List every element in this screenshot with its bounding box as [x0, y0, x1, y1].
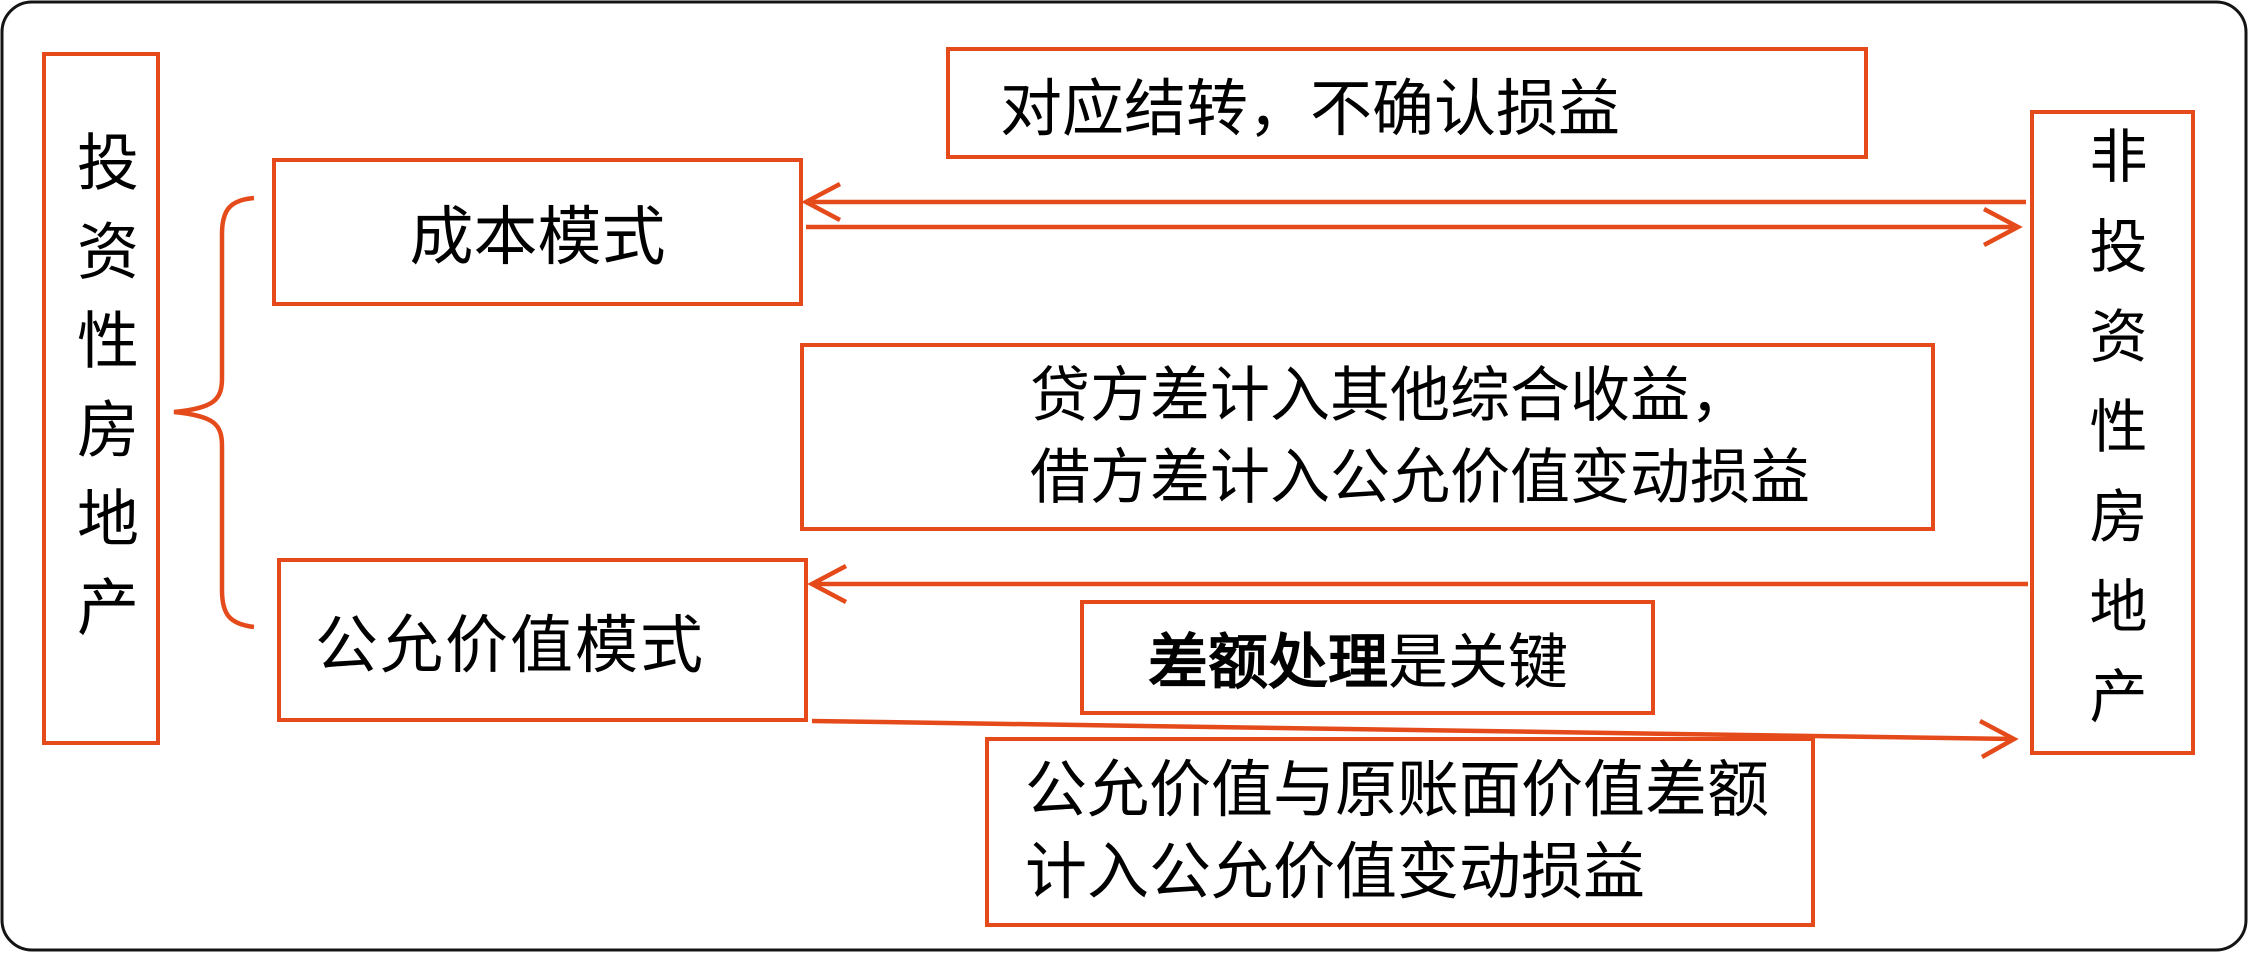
- curly-brace-connector: [173, 195, 255, 630]
- right-arrowhead-icon: [1982, 207, 2023, 247]
- annotation-line-2: 借方差计入公允价值变动损益: [1030, 445, 1810, 511]
- annotation-difference-key: 差额处理是关键: [1080, 600, 1655, 715]
- left-arrowhead-icon: [801, 182, 842, 222]
- annotation-fv-vs-carrying-difference-text: 公允价值与原账面价值差额 计入公允价值变动损益: [1025, 750, 1769, 914]
- node-non-investment-property-label: 非投资性房地产: [2080, 126, 2146, 756]
- annotation-carryover-no-pl-text: 对应结转，不确认损益: [1000, 76, 1621, 144]
- annotation-line-1: 公允价值与原账面价值差额: [1025, 757, 1770, 825]
- annotation-line-1: 贷方差计入其他综合收益，: [1030, 363, 1750, 429]
- annotation-line-2: 计入公允价值变动损益: [1025, 839, 1646, 907]
- annotation-credit-debit-difference: 贷方差计入其他综合收益， 借方差计入公允价值变动损益: [800, 343, 1935, 531]
- node-non-investment-property: 非投资性房地产: [2030, 110, 2195, 756]
- node-cost-model-label: 成本模式: [409, 202, 666, 273]
- node-fair-value-model-label: 公允价值模式: [315, 610, 705, 681]
- node-investment-property-label: 投资性房地产: [67, 130, 135, 664]
- node-cost-model: 成本模式: [272, 158, 803, 306]
- annotation-difference-key-bold: 差额处理: [1148, 630, 1388, 696]
- left-arrowhead-icon: [807, 564, 848, 604]
- annotation-difference-key-rest: 是关键: [1388, 630, 1568, 696]
- node-investment-property: 投资性房地产: [42, 52, 160, 745]
- right-arrowhead-icon: [1978, 719, 2019, 759]
- annotation-difference-key-text: 差额处理是关键: [1148, 614, 1568, 701]
- annotation-fv-vs-carrying-difference: 公允价值与原账面价值差额 计入公允价值变动损益: [985, 737, 1815, 927]
- annotation-carryover-no-pl: 对应结转，不确认损益: [946, 47, 1868, 159]
- node-fair-value-model: 公允价值模式: [277, 558, 808, 722]
- annotation-credit-debit-difference-text: 贷方差计入其他综合收益， 借方差计入公允价值变动损益: [1030, 355, 1810, 519]
